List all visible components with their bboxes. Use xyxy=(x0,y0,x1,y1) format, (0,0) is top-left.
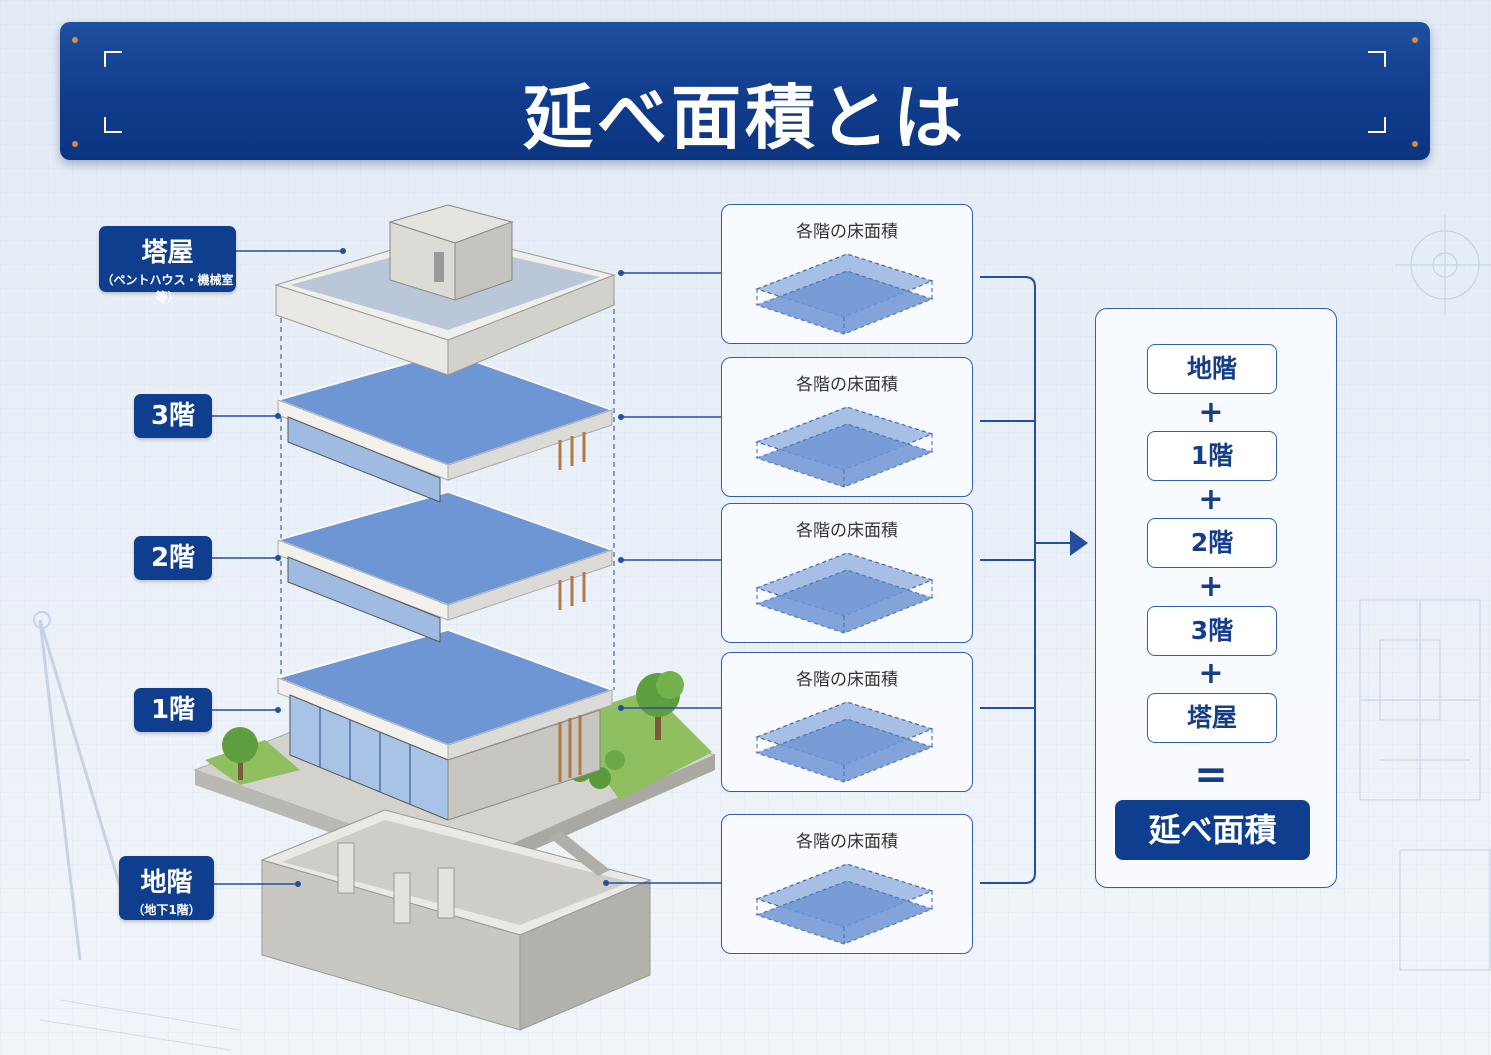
guide-lines xyxy=(280,300,615,690)
title-banner: 延べ面積とは xyxy=(60,22,1430,160)
penthouse-level xyxy=(274,204,616,376)
floor-slab-icon xyxy=(755,863,934,945)
label-penthouse-name: 塔屋 xyxy=(141,238,194,268)
sum-item-basement: 地階 xyxy=(1147,344,1277,394)
plus-sign: + xyxy=(1198,482,1224,517)
floor-3-level xyxy=(275,351,615,503)
label-floor-3: 3階 xyxy=(134,394,212,438)
floor-area-card-label: 各階の床面積 xyxy=(796,832,898,852)
sum-item-floor-3: 3階 xyxy=(1147,606,1277,656)
floor-slab-icon xyxy=(755,406,934,488)
card-connectors xyxy=(606,272,721,884)
floor-slab-icon xyxy=(755,253,934,335)
label-floor-1-name: 1階 xyxy=(150,695,196,725)
plus-sign: + xyxy=(1198,395,1224,430)
floor-area-card-floor-1: 各階の床面積 xyxy=(721,652,973,792)
floor-slab-icon xyxy=(755,552,934,634)
floor-area-card-label: 各階の床面積 xyxy=(796,222,898,242)
floor-area-card-floor-2: 各階の床面積 xyxy=(721,503,973,643)
tree-right xyxy=(636,671,684,740)
floor-2-level xyxy=(275,491,615,643)
title-frame-decoration xyxy=(72,37,1418,147)
equals-sign: = xyxy=(1194,752,1228,798)
label-penthouse-note: （ペントハウス・機械室等） xyxy=(101,273,234,304)
floor-slab-icon xyxy=(755,701,934,783)
floor-area-card-label: 各階の床面積 xyxy=(796,375,898,395)
summation-bracket xyxy=(980,276,1072,884)
label-basement-name: 地階 xyxy=(140,868,193,898)
label-connectors xyxy=(212,250,343,885)
floor-area-card-label: 各階の床面積 xyxy=(796,521,898,541)
plus-sign: + xyxy=(1198,656,1224,691)
sum-item-floor-2: 2階 xyxy=(1147,518,1277,568)
floor-area-card-label: 各階の床面積 xyxy=(796,670,898,690)
floor-area-card-penthouse: 各階の床面積 xyxy=(721,204,973,344)
label-floor-2-name: 2階 xyxy=(150,543,196,573)
label-floor-2: 2階 xyxy=(134,536,212,580)
tree-left xyxy=(222,727,258,780)
arrow-right-icon xyxy=(1070,530,1088,556)
total-floor-area-result: 延べ面積 xyxy=(1115,800,1310,860)
connector-dots xyxy=(275,248,346,887)
floor-area-card-basement: 各階の床面積 xyxy=(721,814,973,954)
sum-item-floor-1: 1階 xyxy=(1147,431,1277,481)
label-floor-1: 1階 xyxy=(134,688,212,732)
label-basement-note: （地下1階） xyxy=(132,903,201,917)
label-penthouse: 塔屋 （ペントハウス・機械室等） xyxy=(99,226,236,304)
basement-level xyxy=(260,809,652,1031)
card-connector-dots xyxy=(603,270,624,886)
floor-1-level xyxy=(275,629,615,821)
plus-sign: + xyxy=(1198,569,1224,604)
summation-panel xyxy=(1095,308,1337,888)
page-title: 延べ面積とは xyxy=(523,77,967,159)
floor-area-card-floor-3: 各階の床面積 xyxy=(721,357,973,497)
label-basement: 地階 （地下1階） xyxy=(119,856,214,920)
sum-item-penthouse: 塔屋 xyxy=(1147,693,1277,743)
label-floor-3-name: 3階 xyxy=(150,401,196,431)
